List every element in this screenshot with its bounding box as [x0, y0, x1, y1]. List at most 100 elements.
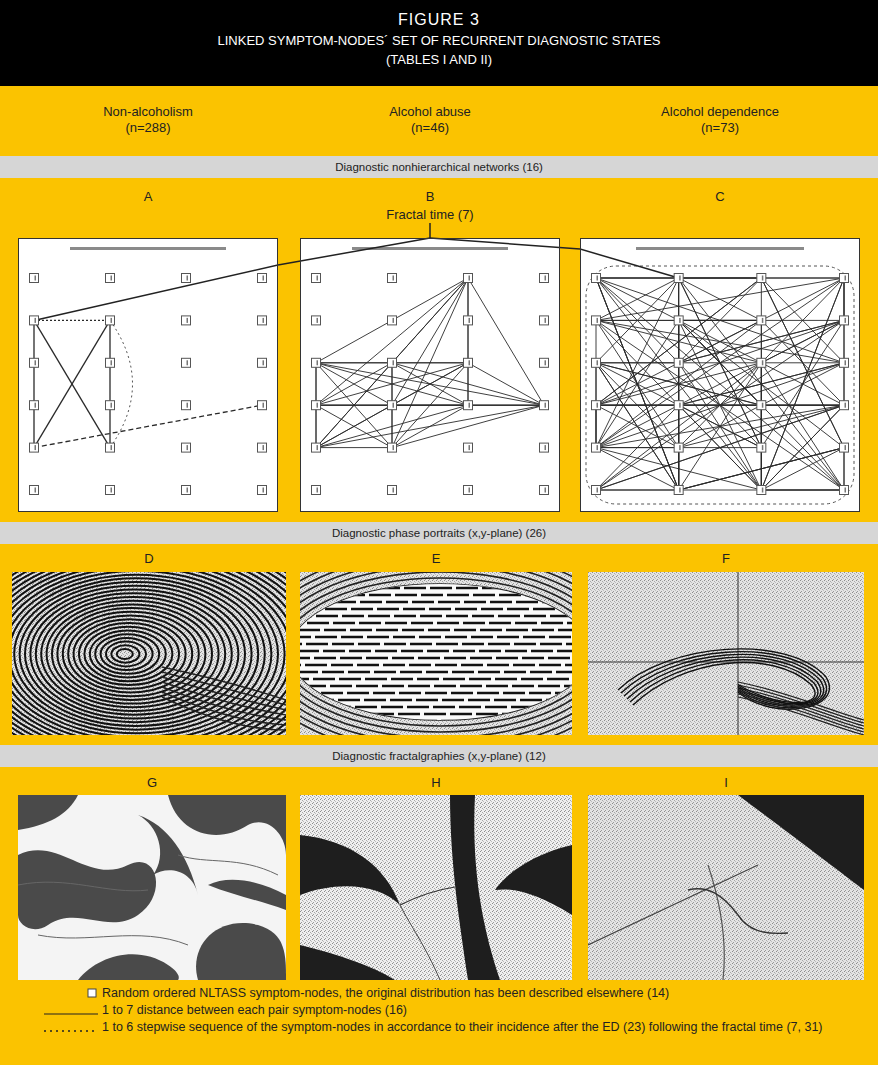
symptom-node-mark — [393, 488, 395, 493]
legend-row: 1 to 6 stepwise sequence of the symptom-… — [36, 1019, 866, 1036]
network-link — [596, 278, 761, 448]
orbit — [12, 572, 286, 735]
column-header: Alcohol dependence (n=73) — [653, 104, 788, 136]
fractal-boundary — [400, 905, 440, 980]
symptom-node-mark — [393, 318, 395, 323]
network-link — [468, 363, 469, 405]
network-link — [761, 278, 844, 363]
fractal-region — [196, 923, 286, 980]
orbit — [20, 582, 252, 726]
network-link — [596, 448, 679, 490]
symptom-node-mark — [469, 360, 471, 365]
symptom-node — [592, 443, 601, 452]
network-link — [468, 278, 544, 405]
symptom-node-mark — [111, 360, 113, 365]
orbit — [117, 649, 133, 659]
figure-title: FIGURE 3 — [0, 10, 878, 30]
symptom-node — [258, 486, 267, 495]
fractal-region — [168, 795, 286, 855]
symptom-node-mark — [187, 276, 189, 281]
orbit-stripe — [300, 692, 572, 695]
symptom-node — [464, 443, 473, 452]
fractal-boundary — [38, 935, 188, 945]
symptom-node-mark — [469, 276, 471, 281]
symptom-node-mark — [545, 445, 547, 450]
symptom-node — [388, 401, 397, 410]
symptom-node-mark — [545, 403, 547, 408]
network-link — [109, 320, 110, 447]
network-link — [679, 278, 762, 448]
network-link — [596, 278, 761, 405]
legend-line-sample — [44, 1030, 98, 1032]
symptom-node-mark — [317, 360, 319, 365]
fractal-boundary — [708, 865, 724, 980]
symptom-node-mark — [597, 276, 599, 281]
symptom-node-mark — [263, 276, 265, 281]
section-band: Diagnostic phase portraits (x,y-plane) (… — [0, 522, 878, 544]
orbit — [618, 649, 829, 709]
orbit — [36, 593, 232, 715]
symptom-node — [540, 486, 549, 495]
network-link — [596, 320, 844, 490]
symptom-node-mark — [187, 318, 189, 323]
orbit-stripe — [300, 685, 572, 688]
symptom-node-mark — [845, 276, 847, 281]
symptom-node-mark — [317, 276, 319, 281]
symptom-node — [30, 358, 39, 367]
orbit — [624, 654, 824, 706]
network-link — [678, 363, 679, 490]
network-link — [596, 278, 679, 448]
symptom-node-mark — [597, 445, 599, 450]
panel-letter: I — [558, 775, 878, 791]
symptom-node — [106, 316, 115, 325]
orbit-stripe — [300, 643, 572, 646]
network-link — [596, 320, 844, 362]
symptom-node-mark — [263, 445, 265, 450]
symptom-node-mark — [111, 445, 113, 450]
symptom-node-mark — [187, 403, 189, 408]
symptom-node — [388, 358, 397, 367]
network-graph — [18, 238, 278, 512]
network-link — [316, 405, 544, 447]
panel-frame: E — [300, 572, 572, 735]
symptom-node — [388, 316, 397, 325]
symptom-node — [674, 486, 683, 495]
orbit — [300, 572, 572, 735]
panel-ground — [300, 795, 572, 980]
symptom-node — [464, 486, 473, 495]
symptom-node — [464, 401, 473, 410]
band-title: Diagnostic nonhierarchical networks (16) — [0, 156, 878, 178]
panel-heading-mark — [70, 247, 226, 250]
network-link — [596, 278, 844, 320]
network-link — [679, 448, 844, 490]
network-link — [844, 448, 845, 490]
band-title: Diagnostic fractalgraphies (x,y-plane) (… — [0, 745, 878, 767]
panel-letter: A — [0, 189, 307, 205]
orbit — [738, 697, 864, 735]
symptom-node-mark — [679, 445, 681, 450]
panel-ground — [588, 795, 864, 980]
panel-ground — [300, 238, 560, 512]
network-link — [596, 278, 844, 448]
network-link — [316, 363, 392, 405]
symptom-node — [30, 316, 39, 325]
symptom-node-mark — [762, 360, 764, 365]
network-link — [468, 278, 469, 405]
panel-heading-mark — [636, 247, 804, 250]
orbit-stripe — [300, 657, 572, 660]
orbit — [12, 572, 286, 735]
network-link — [596, 405, 679, 406]
orbit-stripe — [300, 622, 572, 625]
connector — [430, 238, 580, 249]
symptom-node — [540, 401, 549, 410]
network-link — [761, 448, 844, 490]
network-link — [33, 320, 34, 447]
symptom-node — [592, 486, 601, 495]
fractal-region — [78, 954, 179, 980]
network-link — [844, 278, 845, 405]
legend-sample — [36, 1019, 102, 1036]
orbit — [12, 572, 286, 735]
fractal-boundary — [18, 882, 148, 891]
orbit — [12, 572, 286, 735]
